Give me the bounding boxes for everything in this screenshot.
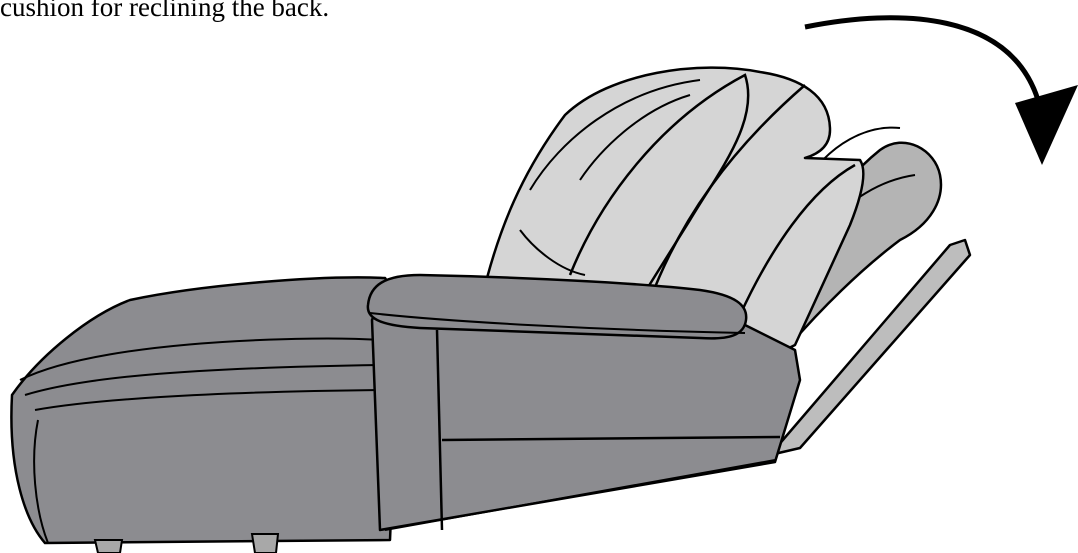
instruction-caption: cushion for reclining the back. (0, 0, 330, 22)
armrest-pad (366, 273, 748, 340)
seat-cushion (10, 276, 402, 545)
clockwise-arrow-icon (804, 15, 1078, 165)
sofa-legs (93, 533, 280, 553)
